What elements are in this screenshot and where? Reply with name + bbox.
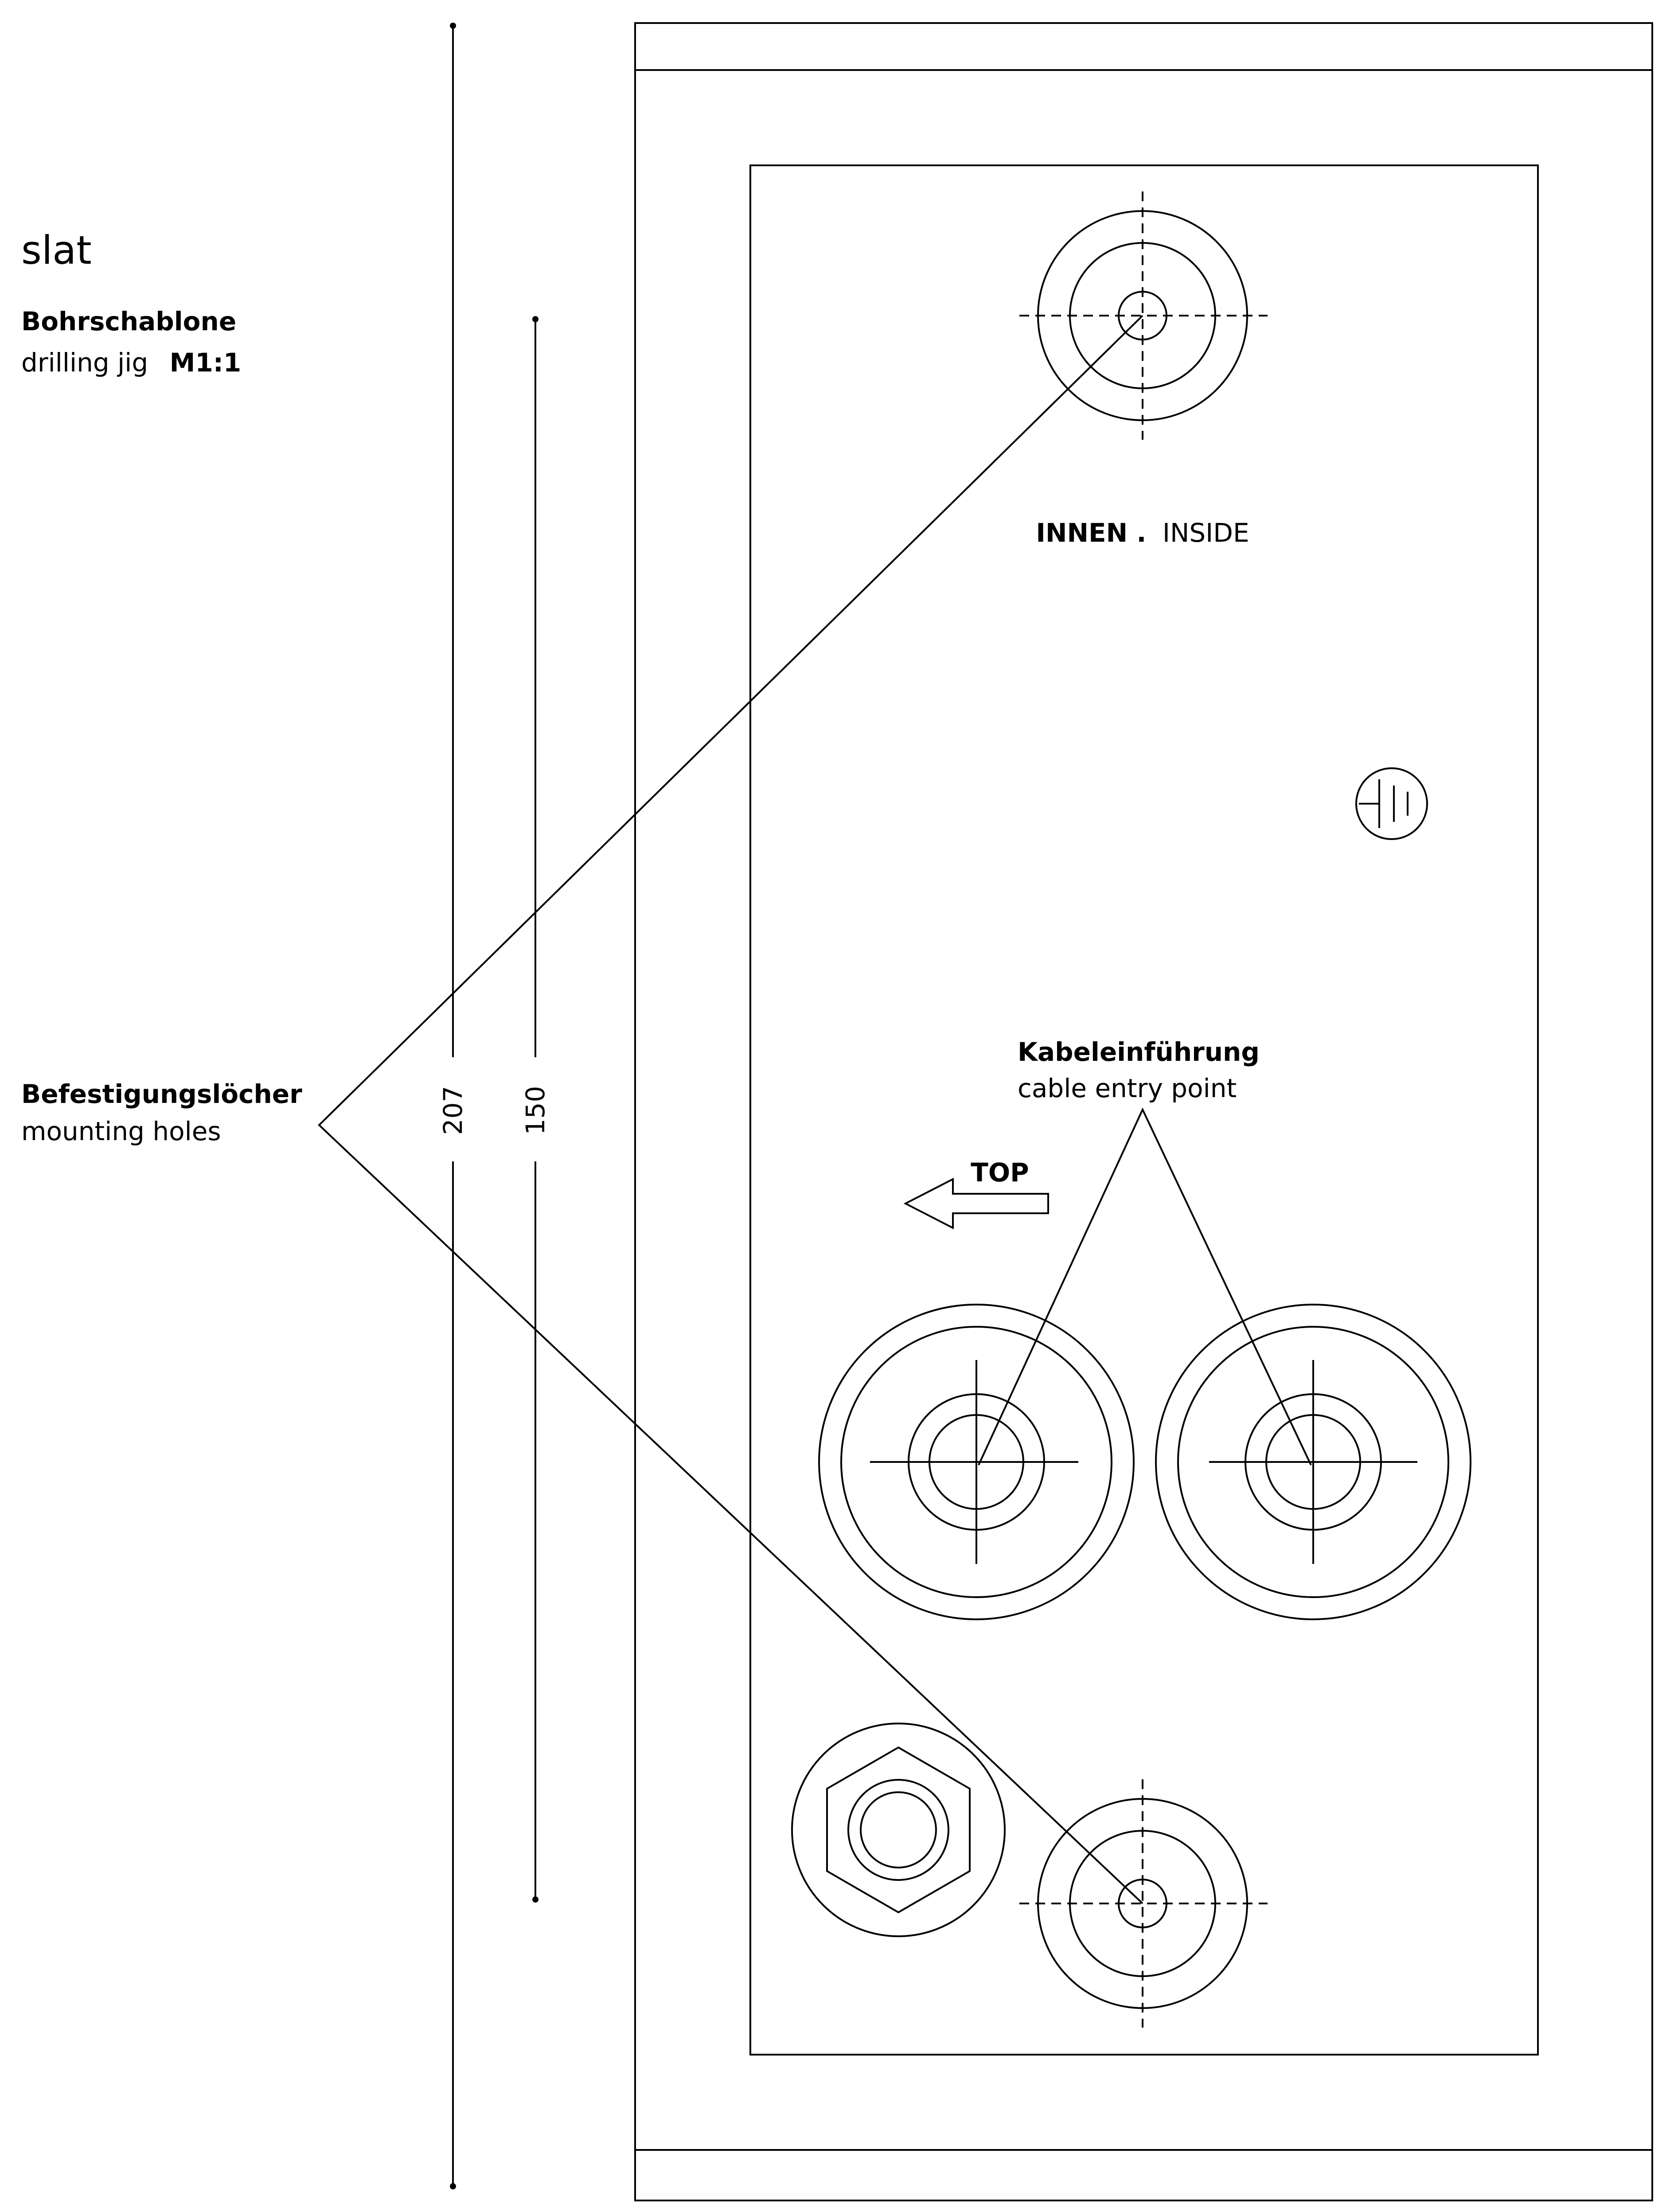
dimension-line-207: 207 (438, 23, 468, 2189)
cable-entry-label-en: cable entry point (1018, 1073, 1237, 1103)
inside-label-de: INNEN . (1036, 518, 1146, 548)
cable-entry-right (1155, 1304, 1471, 1620)
cable-entry-label-de: Kabeleinführung (1018, 1037, 1260, 1067)
mounting-holes-label-en: mounting holes (21, 1116, 221, 1146)
cable-callout-lines (978, 1107, 1312, 1466)
mounting-hole-top (1019, 191, 1268, 440)
arrow-left-icon (903, 1177, 1049, 1230)
mounting-holes-label-de: Befestigungslöcher (21, 1079, 302, 1109)
inside-label: INNEN . INSIDE (1036, 518, 1249, 548)
top-label: TOP (971, 1157, 1029, 1188)
outer-frame (634, 22, 1653, 2201)
hex-nut-icon (791, 1723, 1006, 1937)
ground-symbol-icon (1355, 767, 1428, 840)
cable-entry-left (818, 1304, 1135, 1620)
inside-label-en: INSIDE (1163, 518, 1249, 548)
dimension-value-150: 150 (520, 1086, 550, 1135)
mounting-hole-bottom (1019, 1779, 1268, 2028)
mounting-callout-lines (318, 315, 1143, 1904)
brand-title: slat (21, 227, 92, 273)
dimension-line-150: 150 (520, 316, 550, 1903)
inner-plate (749, 164, 1539, 2056)
scale-label: M1:1 (170, 348, 242, 378)
jig-subtitle-text: drilling jig (21, 348, 148, 378)
dimension-value-207: 207 (438, 1086, 468, 1135)
jig-title: Bohrschablone (21, 306, 236, 336)
jig-subtitle: drilling jig M1:1 (21, 348, 241, 378)
